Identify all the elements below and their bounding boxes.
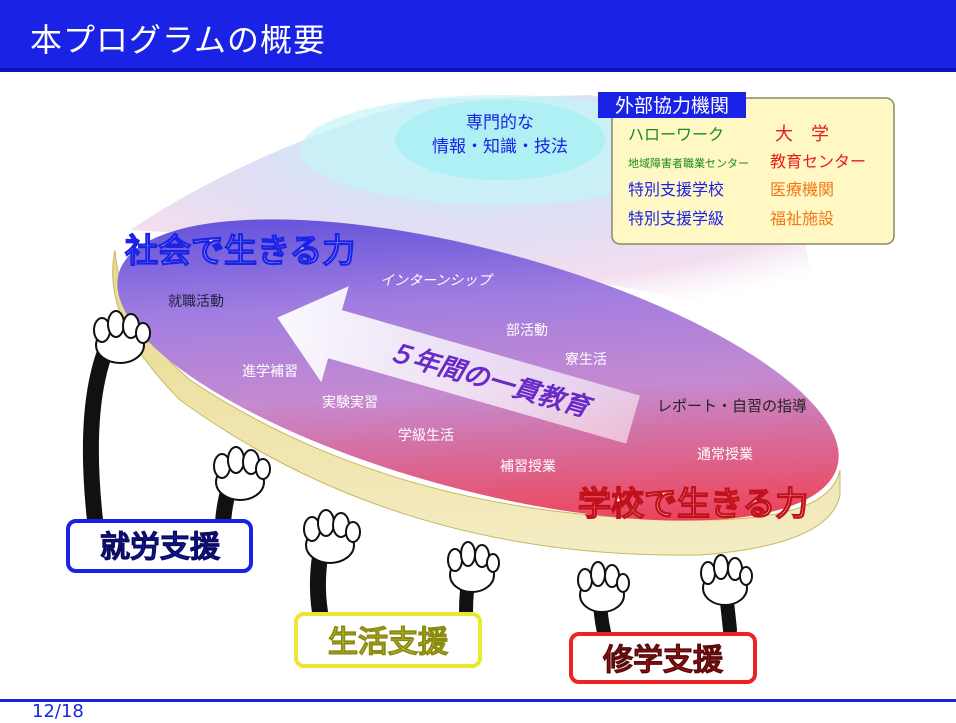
partners-title: 外部協力機関 [615, 95, 729, 117]
top-ellipse-line1: 専門的な [466, 113, 534, 133]
program-diagram: 専門的な 情報・知識・技法 外部協力機関 ハローワーク 地域障害者職業センター … [66, 92, 895, 684]
partner-education-center: 教育センター [770, 152, 866, 171]
life-support-label: 生活支援 [328, 625, 449, 660]
hand-3 [303, 509, 361, 564]
top-ellipse-line2: 情報・知識・技法 [432, 137, 568, 157]
partner-welfare: 福祉施設 [770, 209, 834, 228]
activity-advancement-tutoring: 進学補習 [242, 364, 298, 380]
study-support: 修学支援 [569, 632, 757, 684]
activity-report-guidance: レポート・自習の指導 [657, 397, 807, 415]
activity-regular-classes: 通常授業 [697, 447, 753, 463]
activity-dormitory: 寮生活 [565, 351, 607, 368]
partner-hellowork: ハローワーク [628, 125, 724, 144]
social-skills-label: 社会で生きる力 [125, 231, 355, 270]
slide-title: 本プログラムの概要 [30, 21, 327, 59]
disc-side [112, 249, 841, 556]
activity-experiments: 実験実習 [322, 395, 378, 411]
activity-club: 部活動 [506, 323, 548, 339]
partner-vocational-center: 地域障害者職業センター [628, 156, 749, 170]
hand-1 [93, 310, 151, 364]
hands [93, 310, 753, 613]
hand-2 [213, 446, 271, 501]
hand-5 [577, 561, 630, 613]
partners-box: 外部協力機関 ハローワーク 地域障害者職業センター 特別支援学校 特別支援学級 … [598, 92, 895, 245]
partner-special-class: 特別支援学級 [628, 209, 724, 228]
partner-university: 大 学 [775, 124, 829, 145]
school-skills-label: 学校で生きる力 [578, 484, 808, 523]
activity-supplementary: 補習授業 [500, 459, 556, 475]
activity-internship: インターンシップ [380, 273, 494, 289]
study-support-label: 修学支援 [602, 643, 724, 678]
hand-4 [447, 541, 500, 593]
life-support: 生活支援 [294, 612, 482, 668]
hand-6 [700, 554, 753, 606]
activity-class-life: 学級生活 [398, 428, 454, 444]
title-bar: 本プログラムの概要 [0, 0, 956, 72]
partner-medical: 医療機関 [770, 180, 834, 199]
page-number: 12/18 [32, 701, 84, 722]
employment-support-label: 就労支援 [100, 530, 221, 565]
partner-special-school: 特別支援学校 [628, 180, 724, 199]
footer-line [0, 699, 956, 702]
activity-job-hunting: 就職活動 [168, 294, 224, 310]
employment-support: 就労支援 [66, 519, 253, 573]
